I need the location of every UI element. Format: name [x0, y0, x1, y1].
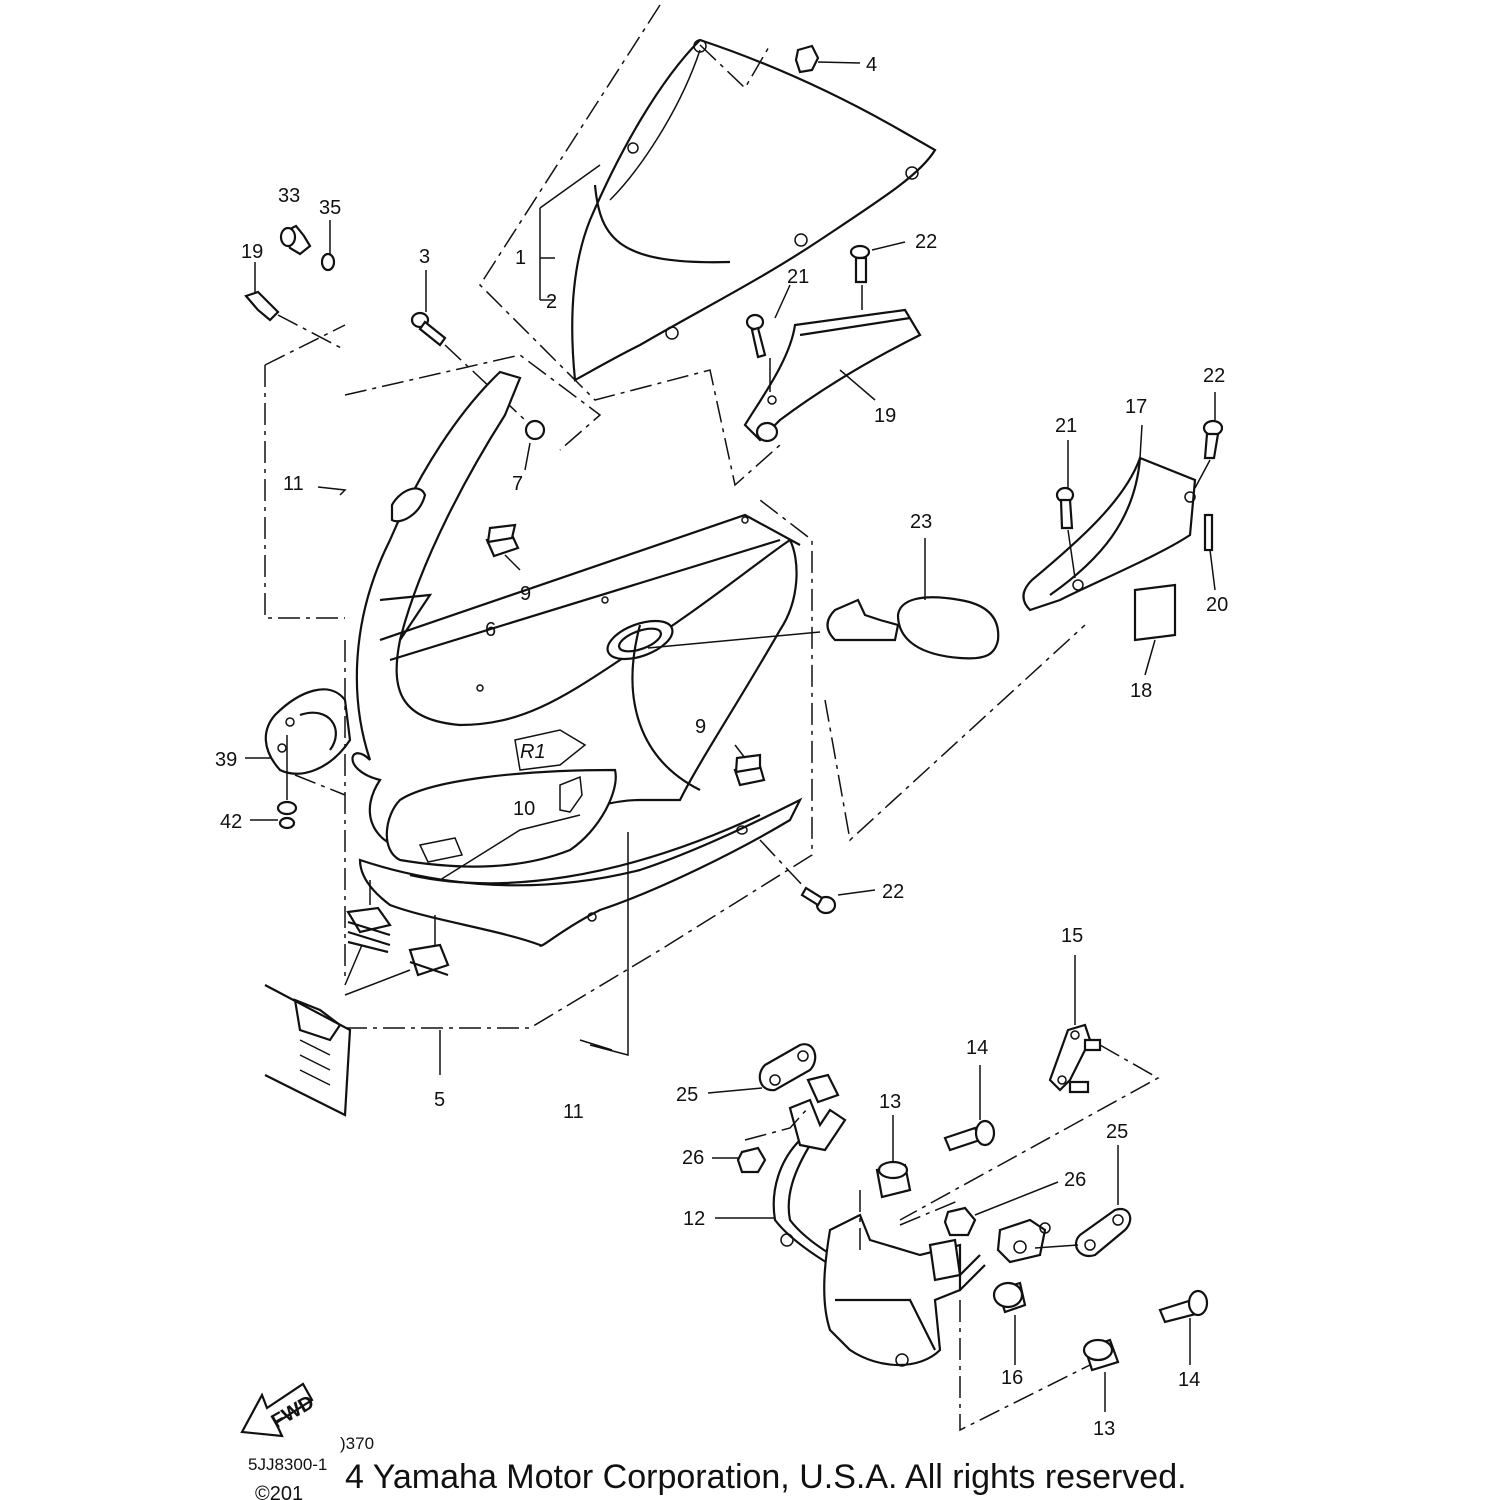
bolt-14-bottom [1158, 1289, 1209, 1365]
label-3: 3 [419, 246, 430, 268]
washer-7 [524, 419, 546, 471]
mirror-23 [647, 538, 1000, 660]
label-16: 16 [1001, 1367, 1023, 1389]
stay-lower-outline [859, 1190, 1091, 1432]
label-21-right: 21 [1055, 415, 1077, 437]
screw-3-line [444, 344, 526, 421]
upper-cowling: R1 [351, 370, 801, 852]
fwd-arrow: FWD [240, 1382, 318, 1438]
nut-26-left [712, 1107, 809, 1174]
label-6: 6 [485, 619, 496, 641]
label-33: 33 [278, 185, 300, 207]
label-20: 20 [1206, 594, 1228, 616]
label-39: 39 [215, 749, 237, 771]
screw-22-upper [849, 241, 906, 310]
copyright-fragment: ©201 [255, 1483, 303, 1500]
label-26-right: 26 [1064, 1169, 1086, 1191]
bushing-13-bottom [1082, 1338, 1120, 1412]
label-4: 4 [866, 54, 877, 76]
label-42: 42 [220, 811, 242, 833]
r1-logo: R1 [520, 741, 546, 763]
leader-1-edge [539, 164, 601, 209]
label-11-top: 11 [283, 473, 304, 495]
label-19-left: 19 [241, 241, 263, 263]
grommets [344, 880, 450, 996]
leader-11-top [317, 486, 347, 496]
label-2: 2 [546, 291, 557, 313]
nut-26-right [943, 1181, 1059, 1237]
side-panel-17 [1022, 424, 1197, 612]
screw-22-lower [759, 839, 876, 915]
diagram-code-top: )370 [340, 1434, 374, 1453]
bolt-14-top [943, 1065, 996, 1152]
screw-4 [794, 44, 861, 74]
lower-cowling-5 [358, 768, 803, 947]
mirror-bracket-line [824, 624, 1086, 842]
screw-21-right [1055, 440, 1076, 579]
lower-outline [345, 499, 813, 1029]
label-18: 18 [1130, 680, 1152, 702]
bushing-16 [992, 1281, 1027, 1365]
clip-9-mid [733, 744, 766, 787]
bracket-15 [1048, 955, 1102, 1094]
mount-bracket [264, 984, 352, 1117]
label-17: 17 [1125, 396, 1147, 418]
leader-11-bottom [579, 832, 629, 1056]
label-7: 7 [512, 473, 523, 495]
left-bracket-outline [264, 314, 346, 619]
inner-panel-19 [743, 308, 922, 443]
label-13-top: 13 [879, 1091, 901, 1113]
part-labels: 1 2 3 4 5 6 7 9 9 10 11 11 12 13 13 14 1… [215, 54, 1228, 1440]
clip-9-top [485, 523, 521, 571]
windshield [571, 38, 937, 382]
clip-11-top [390, 487, 427, 523]
diagram-code: 5JJ8300-1 [248, 1455, 327, 1474]
copyright-notice: 4 Yamaha Motor Corporation, U.S.A. All r… [345, 1458, 1187, 1496]
label-14-top: 14 [966, 1037, 988, 1059]
label-25-right: 25 [1106, 1121, 1128, 1143]
strip-20 [1203, 513, 1216, 591]
label-12: 12 [683, 1208, 705, 1230]
label-1: 1 [515, 247, 526, 269]
bolt-33 [279, 224, 312, 256]
label-9-top: 9 [520, 583, 531, 605]
label-23: 23 [910, 511, 932, 533]
front-stay-12 [715, 1073, 1051, 1367]
decal-18 [1133, 583, 1177, 676]
washer-35 [320, 220, 336, 272]
label-22-lower: 22 [882, 881, 904, 903]
windshield-outline [479, 4, 781, 487]
bolt-19-left [244, 262, 280, 322]
label-35: 35 [319, 197, 341, 219]
label-22-upper: 22 [915, 231, 937, 253]
bracket-25-top [707, 1043, 817, 1094]
screw-22-right [1194, 392, 1224, 489]
leader-1-2 [539, 208, 555, 301]
label-13-bottom: 13 [1093, 1418, 1115, 1440]
label-15: 15 [1061, 925, 1083, 947]
bushing-13-top [875, 1115, 912, 1199]
label-14-bottom: 14 [1178, 1369, 1200, 1391]
bracket-25-right [1034, 1145, 1132, 1258]
left-lower-line [294, 774, 346, 796]
screw-21-upper [745, 284, 791, 392]
label-19-right: 19 [874, 405, 896, 427]
label-10: 10 [513, 798, 535, 820]
label-22-right: 22 [1203, 365, 1225, 387]
label-21-upper: 21 [787, 266, 809, 288]
label-11-bottom: 11 [563, 1101, 584, 1123]
label-25-top: 25 [676, 1084, 698, 1106]
side-vent-39 [245, 688, 352, 775]
inner-panel-outline [344, 354, 602, 451]
bracket-15-line [899, 1044, 1160, 1221]
label-5: 5 [434, 1089, 445, 1111]
label-26-left: 26 [682, 1147, 704, 1169]
label-9-mid: 9 [695, 716, 706, 738]
screw-42 [250, 735, 298, 830]
windshield-bolt-line [699, 44, 771, 90]
screw-3 [410, 270, 447, 347]
